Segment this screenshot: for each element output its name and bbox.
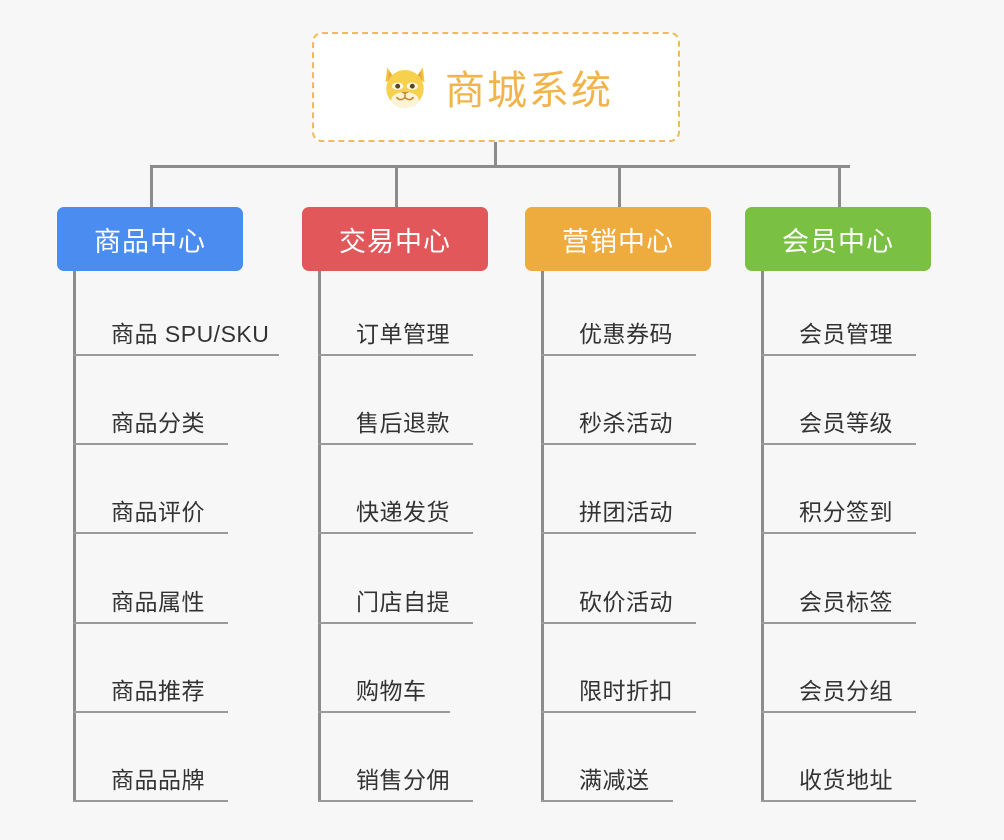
leaf-label: 拼团活动: [579, 499, 673, 526]
leaf-underline: [761, 354, 916, 356]
category-label-marketing-center: 营销中心: [562, 226, 674, 257]
leaf-underline: [73, 443, 228, 446]
connector-drop-marketing-center: [618, 165, 621, 207]
leaf-underline: [761, 710, 916, 713]
dog-face-icon: [379, 61, 431, 113]
leaf-label: 商品评价: [111, 499, 205, 526]
leaf-underline: [541, 621, 696, 624]
leaf-underline: [541, 354, 696, 356]
leaf-label: 优惠券码: [579, 321, 673, 347]
leaf-label: 商品属性: [111, 588, 205, 615]
leaf-underline: [541, 443, 696, 446]
leaf-underline: [761, 800, 916, 802]
leaf-underline: [73, 621, 228, 624]
connector-spine-member-center: [761, 271, 764, 802]
leaf-underline: [318, 532, 473, 535]
leaf-underline: [761, 443, 916, 446]
leaf-label: 快递发货: [356, 499, 450, 526]
leaf-underline: [318, 443, 473, 446]
leaf-label: 会员标签: [799, 588, 893, 615]
leaf-label: 门店自提: [356, 588, 450, 615]
connector-spine-trade-center: [318, 271, 321, 802]
leaf-label: 售后退款: [356, 410, 450, 437]
leaf-underline: [541, 710, 696, 713]
connector-drop-member-center: [838, 165, 841, 207]
category-box-member-center[interactable]: 会员中心: [745, 207, 931, 271]
leaf-underline: [73, 800, 228, 802]
root-node-label: 商城系统: [445, 69, 613, 113]
leaf-label: 会员等级: [799, 410, 893, 437]
leaf-underline: [318, 621, 473, 624]
leaf-label: 限时折扣: [579, 677, 673, 704]
category-label-trade-center: 交易中心: [339, 226, 451, 257]
leaf-label: 积分签到: [799, 499, 893, 526]
leaf-label: 商品推荐: [111, 677, 205, 704]
category-box-trade-center[interactable]: 交易中心: [302, 207, 488, 271]
leaf-underline: [318, 354, 473, 356]
leaf-underline: [73, 710, 228, 713]
leaf-underline: [318, 800, 473, 802]
leaf-label: 商品分类: [111, 410, 205, 437]
leaf-label: 收货地址: [799, 767, 893, 793]
leaf-label: 秒杀活动: [579, 410, 673, 437]
leaf-underline: [761, 621, 916, 624]
leaf-underline: [73, 354, 279, 356]
leaf-label: 购物车: [356, 677, 427, 704]
connector-root-stem: [494, 142, 497, 167]
leaf-underline: [318, 710, 450, 713]
connector-horizontal-bus: [150, 165, 850, 168]
leaf-label: 商品品牌: [111, 767, 205, 793]
leaf-label: 销售分佣: [356, 767, 450, 793]
connector-drop-trade-center: [395, 165, 398, 207]
connector-drop-product-center: [150, 165, 153, 207]
connector-spine-marketing-center: [541, 271, 544, 802]
leaf-label: 砍价活动: [579, 588, 673, 615]
leaf-underline: [761, 532, 916, 535]
category-label-product-center: 商品中心: [94, 226, 206, 257]
category-box-product-center[interactable]: 商品中心: [57, 207, 243, 271]
leaf-label: 会员管理: [799, 321, 893, 347]
leaf-underline: [73, 532, 228, 535]
leaf-underline: [541, 800, 673, 802]
root-node-mall-system[interactable]: 商城系统: [312, 32, 680, 142]
leaf-label: 会员分组: [799, 677, 893, 704]
leaf-label: 订单管理: [356, 321, 450, 347]
category-label-member-center: 会员中心: [782, 226, 894, 257]
category-box-marketing-center[interactable]: 营销中心: [525, 207, 711, 271]
leaf-label: 满减送: [579, 767, 650, 793]
connector-spine-product-center: [73, 271, 76, 802]
leaf-label: 商品 SPU/SKU: [111, 321, 270, 347]
leaf-underline: [541, 532, 696, 535]
